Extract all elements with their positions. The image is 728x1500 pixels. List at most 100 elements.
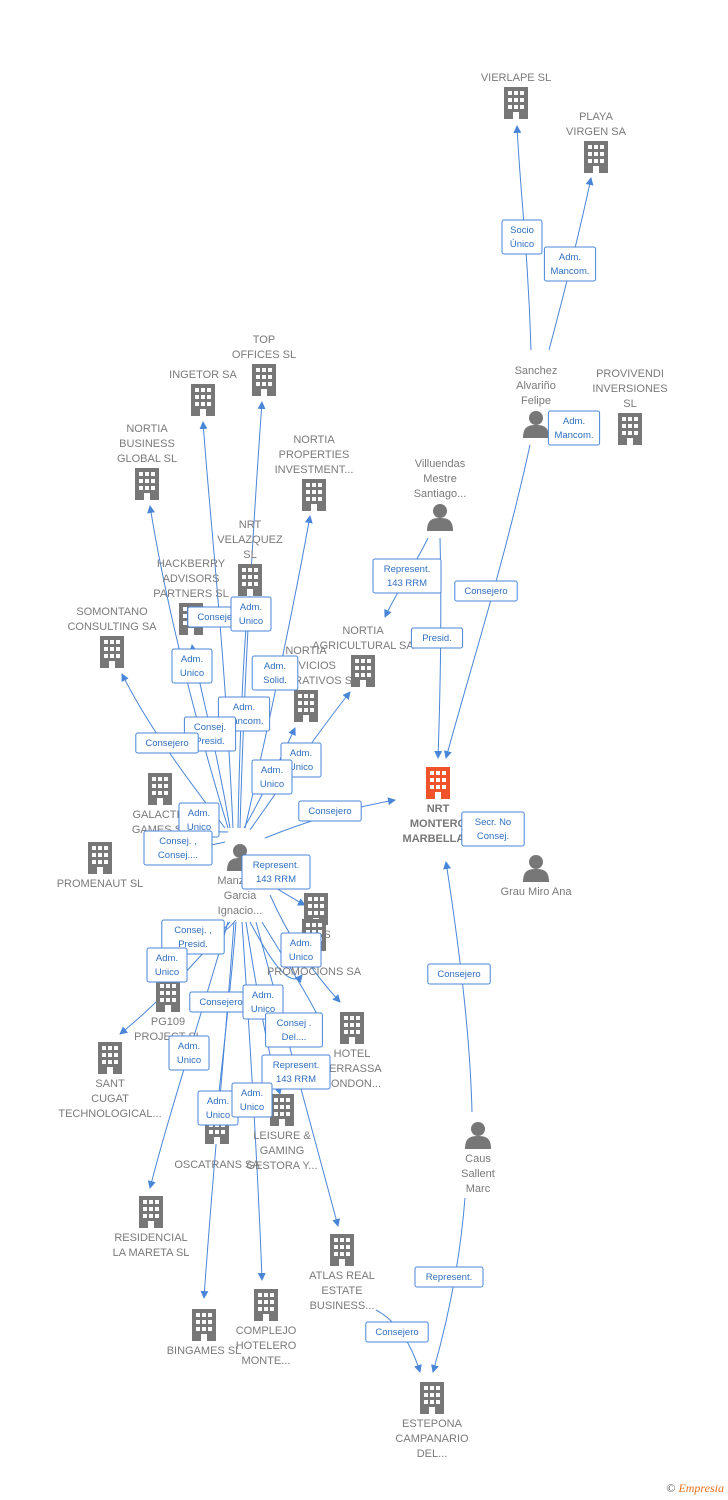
node-label-line: SOMONTANO [76, 606, 148, 618]
node-label-line: Santiago... [414, 488, 467, 500]
edge-sanchez-nrt [443, 444, 531, 759]
edge-label-e-admunico-sant[interactable]: Adm.Unico [242, 984, 284, 1020]
edge-label-e-consejero-caus[interactable]: Consejero [427, 963, 491, 985]
edge-label-box [146, 947, 188, 983]
edge-label-text: Unico [289, 952, 313, 963]
edge-label-e-consejero-atlas[interactable]: Consejero [365, 1321, 429, 1343]
node-label-line: Grau Miro Ana [501, 886, 573, 898]
node-hotel[interactable]: HOTELTERRASSACONDON... [322, 1012, 382, 1090]
edge-label-e-conspresid2[interactable]: Consej. ,Presid. [161, 919, 225, 955]
edge-label-text: Represent. [273, 1060, 319, 1071]
edge-label-e-represent-caus[interactable]: Represent. [414, 1266, 484, 1288]
edge-label-box [241, 854, 311, 890]
brand-logo[interactable]: Empresia [678, 1481, 724, 1495]
edge-label-e-admmancom1[interactable]: Adm.Mancom. [543, 246, 597, 282]
edge-label-e-admunico-bin[interactable]: Adm.Unico [231, 1082, 273, 1118]
edge-label-text: Represent. [253, 860, 299, 871]
node-label-line: BUSINESS... [310, 1300, 375, 1312]
edge-label-text: Adm. [181, 654, 203, 665]
building-icon [88, 842, 112, 874]
node-label-line: HOTEL [334, 1048, 371, 1060]
edge-label-text: Consejero [375, 1327, 418, 1338]
edge-label-e-admunico-tres[interactable]: Adm. Unico [280, 932, 322, 968]
edge-label-text: Mancom. [550, 266, 589, 277]
node-ingetor[interactable]: INGETOR SA [169, 369, 237, 416]
node-somontano[interactable]: SOMONTANO CONSULTING SA [67, 606, 157, 668]
edge-label-box [298, 800, 362, 822]
node-label-line: Marc [466, 1183, 491, 1195]
node-grau[interactable]: Grau Miro Ana [501, 855, 573, 898]
edge-label-text: Adm. [563, 416, 585, 427]
edge-label-text: Unico [155, 967, 179, 978]
building-icon [330, 1234, 354, 1266]
building-icon [426, 767, 450, 799]
node-label-line: ESTEPONA [402, 1418, 463, 1430]
node-promocions[interactable]: PROMOCIONS SA [267, 919, 362, 978]
edge-label-e-consej-prom[interactable]: Consej. ,Consej.... [143, 830, 213, 866]
building-icon [294, 690, 318, 722]
node-label-line: NORTIA [342, 625, 384, 637]
node-vierlape[interactable]: VIERLAPE SL [481, 72, 551, 119]
edge-label-box [454, 580, 518, 602]
edge-label-text: Adm. [240, 602, 262, 613]
edge-label-e-represent-vill[interactable]: Represent.143 RRM [372, 558, 442, 594]
node-label-line: CONSULTING SA [67, 621, 157, 633]
edge-label-e-represent-hotel[interactable]: Represent.143 RRM [261, 1054, 331, 1090]
node-label-line: SANT [95, 1078, 125, 1090]
node-estepona[interactable]: ESTEPONACAMPANARIODEL... [395, 1382, 469, 1460]
edge-label-e-admunico-pg2[interactable]: Adm.Unico [168, 1035, 210, 1071]
building-icon [135, 468, 159, 500]
edge-label-e-admunico-hack[interactable]: Adm.Unico [171, 648, 213, 684]
edge-label-e-admunico-vel[interactable]: Adm.Unico [230, 596, 272, 632]
edge-label-text: Del.... [282, 1032, 307, 1043]
node-oscatrans[interactable]: OSCATRANS SA [174, 1112, 260, 1171]
node-label-line: LA MARETA SL [113, 1247, 190, 1259]
node-nrtmain[interactable]: NRTMONTEROMARBELLA... [403, 767, 474, 845]
edge-label-e-admunico-serv[interactable]: Adm.Unico [251, 759, 293, 795]
edge-label-e-consejero-sanchez[interactable]: Consejero [454, 580, 518, 602]
node-atlas[interactable]: ATLAS REAL ESTATE BUSINESS... [309, 1234, 375, 1312]
node-label-line: ATLAS REAL [309, 1270, 375, 1282]
edge-label-e-admmancom2[interactable]: Adm.Mancom. [547, 410, 601, 446]
node-label-line: PROVIVENDI [596, 368, 664, 380]
building-icon [238, 564, 262, 596]
edge-label-e-admsolid[interactable]: Adm.Solid. [251, 655, 299, 691]
edge-label-e-consejero-main[interactable]: Consejero [298, 800, 362, 822]
node-label-line: LEISURE & [253, 1130, 311, 1142]
edge-label-e-admunico-pg[interactable]: Adm.Unico [146, 947, 188, 983]
edge-label-text: Consej. , [159, 836, 197, 847]
node-santcugat[interactable]: SANTCUGATTECHNOLOGICAL... [58, 1042, 162, 1120]
edge-label-text: Consejero [308, 806, 351, 817]
node-label-line: GESTORA Y... [247, 1160, 318, 1172]
edge-label-e-represent-manz[interactable]: Represent.143 RRM [241, 854, 311, 890]
node-nortiaprop[interactable]: NORTIAPROPERTIESINVESTMENT... [275, 434, 354, 511]
node-label-line: NORTIA [126, 423, 168, 435]
node-complejo[interactable]: COMPLEJOHOTELEROMONTE... [236, 1289, 297, 1367]
node-label-line: ESTATE [321, 1285, 362, 1297]
node-bingames[interactable]: BINGAMES SL [167, 1309, 242, 1357]
node-promenaut[interactable]: PROMENAUT SL [57, 842, 144, 890]
copyright-icon: © [666, 1481, 676, 1495]
edge-label-e-presid-vill[interactable]: Presid. [410, 627, 464, 649]
edge-label-e-consdel[interactable]: Consej .Del.... [265, 1012, 323, 1048]
building-icon [139, 1196, 163, 1228]
edge-label-text: Unico [260, 779, 284, 790]
building-icon [148, 773, 172, 805]
edge-label-text: Unico [289, 762, 313, 773]
edge-label-text: Adm. [290, 938, 312, 949]
edge-label-e-consejero-som[interactable]: Consejero [135, 732, 199, 754]
node-villuendas[interactable]: VilluendasMestreSantiago... [414, 458, 467, 531]
